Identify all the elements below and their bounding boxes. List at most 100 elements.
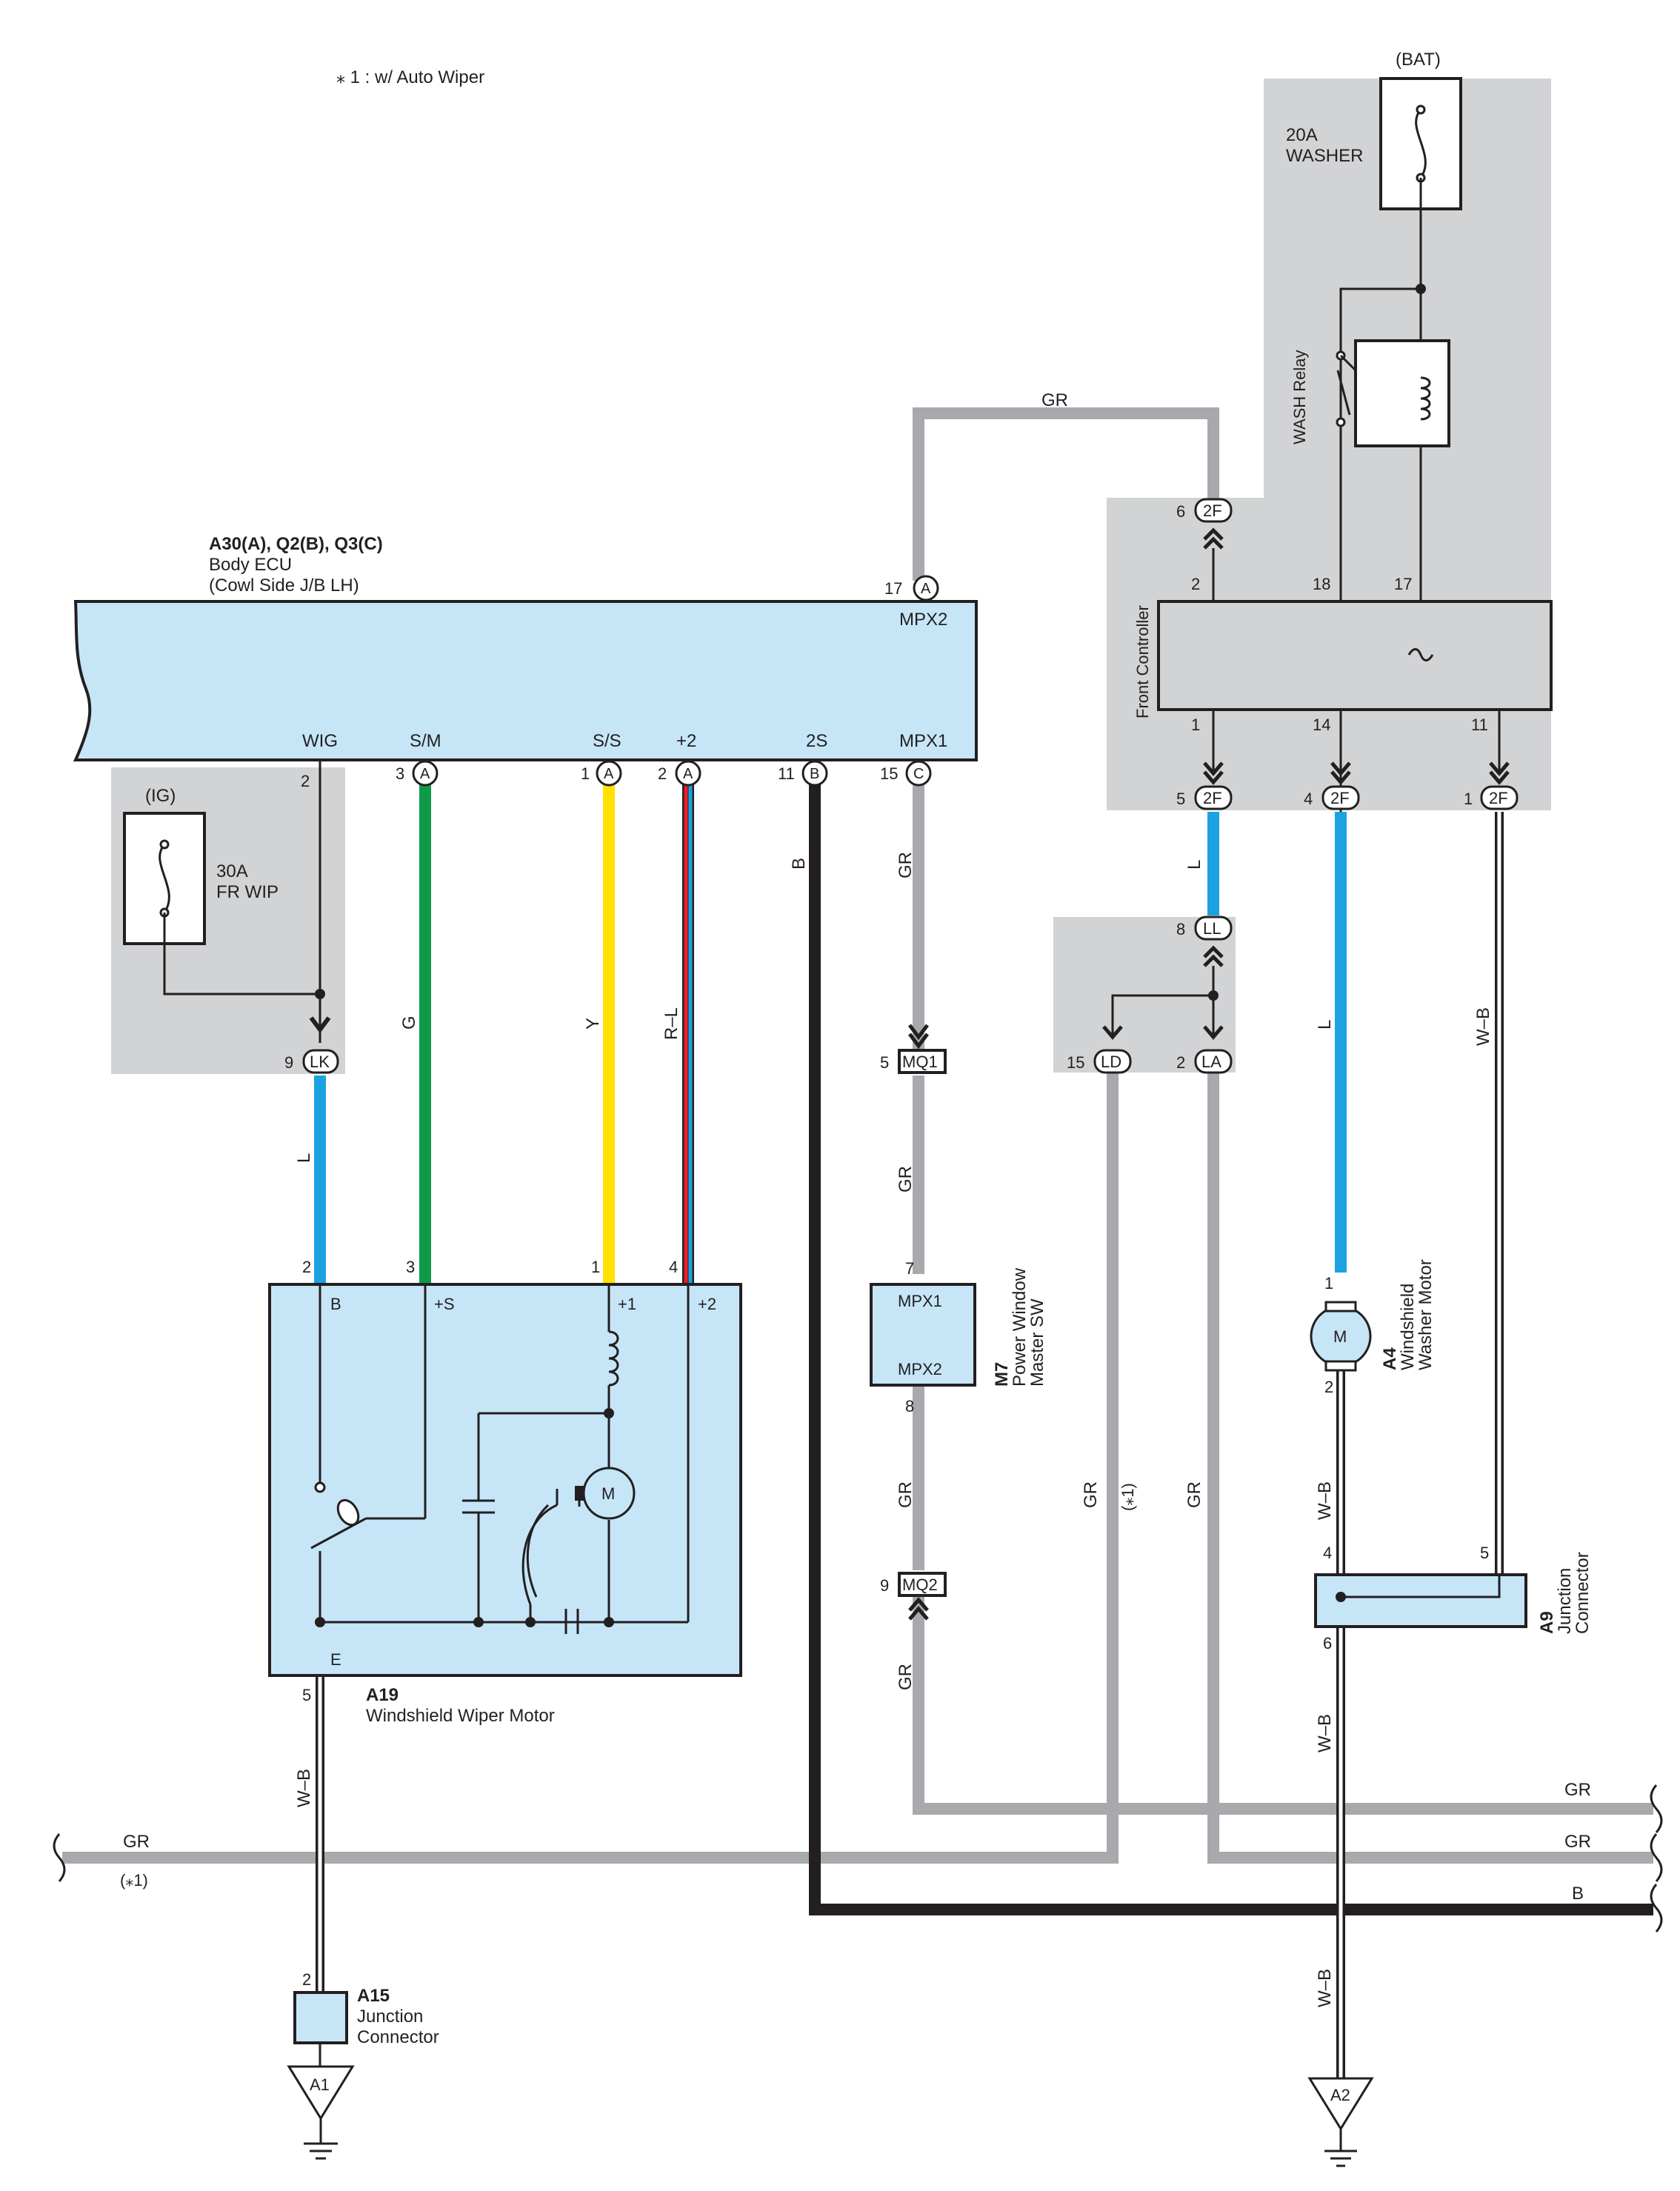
ground-a1-triangle xyxy=(287,2065,355,2121)
fuse-fr-wip-rating: 30A xyxy=(216,861,248,881)
pw-mpx2: MPX2 xyxy=(898,1360,942,1378)
ecu-term-mpx2: MPX2 xyxy=(899,610,947,630)
junction-a9-pin5: 5 xyxy=(1480,1544,1489,1562)
wiper-term-p1: +1 xyxy=(618,1295,636,1313)
fc-lower-leads xyxy=(1212,710,1501,770)
washer-name2: Washer Motor xyxy=(1416,1259,1436,1370)
wiper-dot-3 xyxy=(525,1617,536,1627)
junction-dot-wig xyxy=(315,989,325,999)
junction-a15-name1: Junction xyxy=(357,2007,423,2027)
connector-ll xyxy=(1194,916,1233,941)
ecu-pin-ss-num: 1 xyxy=(581,764,590,783)
label-gr-mq-mid: GR xyxy=(896,1166,916,1193)
mq1-arrows xyxy=(908,1024,929,1050)
fuse-fr-wip-element xyxy=(159,844,170,913)
lk-arrow xyxy=(309,1016,331,1033)
label-bus-gr1: GR xyxy=(1564,1780,1591,1800)
ecu-pin-sm-circle xyxy=(412,760,439,787)
fc-pin-2: 2 xyxy=(1191,575,1200,593)
ecu-term-sm: S/M xyxy=(410,731,441,751)
label-y-wiper: Y xyxy=(583,1018,603,1030)
ecu-term-2s: 2S xyxy=(806,731,827,751)
ecu-term-mpx1: MPX1 xyxy=(899,731,947,751)
wire-fuse-fr-wip xyxy=(163,913,320,996)
connector-mq1-pin: 5 xyxy=(880,1053,889,1072)
ground-a1-label: A1 xyxy=(310,2075,330,2094)
junction-a15 xyxy=(293,1991,348,2044)
label-gr-ld-note: (⁎1) xyxy=(1119,1483,1137,1511)
mq2-arrows xyxy=(908,1597,929,1621)
ll-arrow xyxy=(1203,945,1224,967)
connector-2f-l-id: 2F xyxy=(1203,789,1222,807)
wiper-motor-brush xyxy=(575,1486,584,1501)
connector-2f-l-pin: 5 xyxy=(1176,790,1185,808)
label-bus-note-left: (⁎1) xyxy=(120,1871,148,1890)
ld-la-arrows xyxy=(1102,1025,1224,1040)
label-wb-a9: W–B xyxy=(1315,1714,1335,1753)
wiper-dot-1 xyxy=(315,1617,325,1627)
wiper-motor-box xyxy=(268,1283,742,1677)
wiper-term-s: +S xyxy=(434,1295,455,1313)
body-ecu-name: Body ECU xyxy=(209,555,292,575)
connector-mq2 xyxy=(898,1572,947,1597)
fuse-fr-wip-contact-top xyxy=(159,839,170,850)
ecu-pin-mpx1-letter: C xyxy=(913,766,924,782)
connector-ll-pin: 8 xyxy=(1176,920,1185,938)
wire-gr-mq2-bus xyxy=(913,1595,1653,1815)
ecu-term-wig: WIG xyxy=(302,731,338,751)
ecu-pin-plus2-circle xyxy=(675,760,701,787)
power-window-master-sw xyxy=(870,1283,976,1387)
connector-lk-pin: 9 xyxy=(284,1053,293,1072)
wiper-code: A19 xyxy=(366,1685,399,1705)
pw-mpx1: MPX1 xyxy=(898,1292,942,1310)
washer-m: M xyxy=(1333,1327,1347,1346)
label-bus-gr-left: GR xyxy=(123,1832,150,1852)
connector-ld xyxy=(1093,1049,1132,1074)
ecu-pin-mpx1-circle xyxy=(905,760,932,787)
connector-mq1 xyxy=(898,1049,947,1074)
connector-mq2-id: MQ2 xyxy=(902,1575,938,1594)
ecu-pin-2s-circle xyxy=(801,760,828,787)
wire-ll-split xyxy=(1111,966,1215,1037)
junction-a9-name2: Connector xyxy=(1573,1552,1593,1634)
connector-2f-top-id: 2F xyxy=(1203,501,1222,520)
front-controller-box xyxy=(1157,600,1553,711)
label-gr-below-m7: GR xyxy=(896,1481,916,1508)
pw-label-group: M7 Power Window Master SW xyxy=(992,1267,1047,1387)
ecu-pin-2s-letter: B xyxy=(810,766,819,782)
wire-gr-la-bus xyxy=(1207,1071,1653,1864)
connector-2f-mid-id: 2F xyxy=(1330,789,1350,807)
connector-2f-r-pin: 1 xyxy=(1464,790,1473,808)
front-controller-label: Front Controller xyxy=(1133,605,1152,718)
wiper-term-b: B xyxy=(330,1295,341,1313)
f2-top-arrow xyxy=(1203,527,1224,550)
connector-mq2-pin: 9 xyxy=(880,1576,889,1595)
washer-pin-top: 1 xyxy=(1324,1274,1333,1293)
wiper-term-e: E xyxy=(330,1650,341,1669)
wiper-dot-5 xyxy=(604,1408,614,1418)
connector-ld-pin: 15 xyxy=(1067,1053,1084,1072)
junction-a9-label-group: A9 Junction Connector xyxy=(1537,1552,1593,1634)
connector-2f-top-pin: 6 xyxy=(1176,502,1185,521)
fc-pin-14: 14 xyxy=(1313,716,1330,734)
label-wb-a4: W–B xyxy=(1315,1481,1335,1520)
label-wb-motor: W–B xyxy=(294,1769,314,1807)
wiper-pin-s: 3 xyxy=(406,1258,415,1276)
washer-pin-bottom: 2 xyxy=(1324,1378,1333,1396)
connector-2f-l xyxy=(1194,785,1233,810)
fuse-washer-name: WASHER xyxy=(1286,146,1363,166)
label-gr-top: GR xyxy=(1041,390,1068,410)
fuse-fr-wip-name: FR WIP xyxy=(216,882,279,902)
ig-label: (IG) xyxy=(145,786,176,806)
connector-2f-top xyxy=(1194,498,1233,523)
connector-la-pin: 2 xyxy=(1176,1053,1185,1072)
pw-code: M7 xyxy=(992,1362,1012,1387)
fuse-washer-contact-top xyxy=(1416,104,1426,115)
junction-dot-ll xyxy=(1208,990,1219,1001)
connector-2f-r xyxy=(1480,785,1519,810)
ecu-pin-mpx2-num: 17 xyxy=(884,579,902,598)
wiper-pin-p2: 4 xyxy=(669,1258,678,1276)
label-l-washer: L xyxy=(1315,1020,1335,1030)
connector-lk xyxy=(302,1049,339,1074)
